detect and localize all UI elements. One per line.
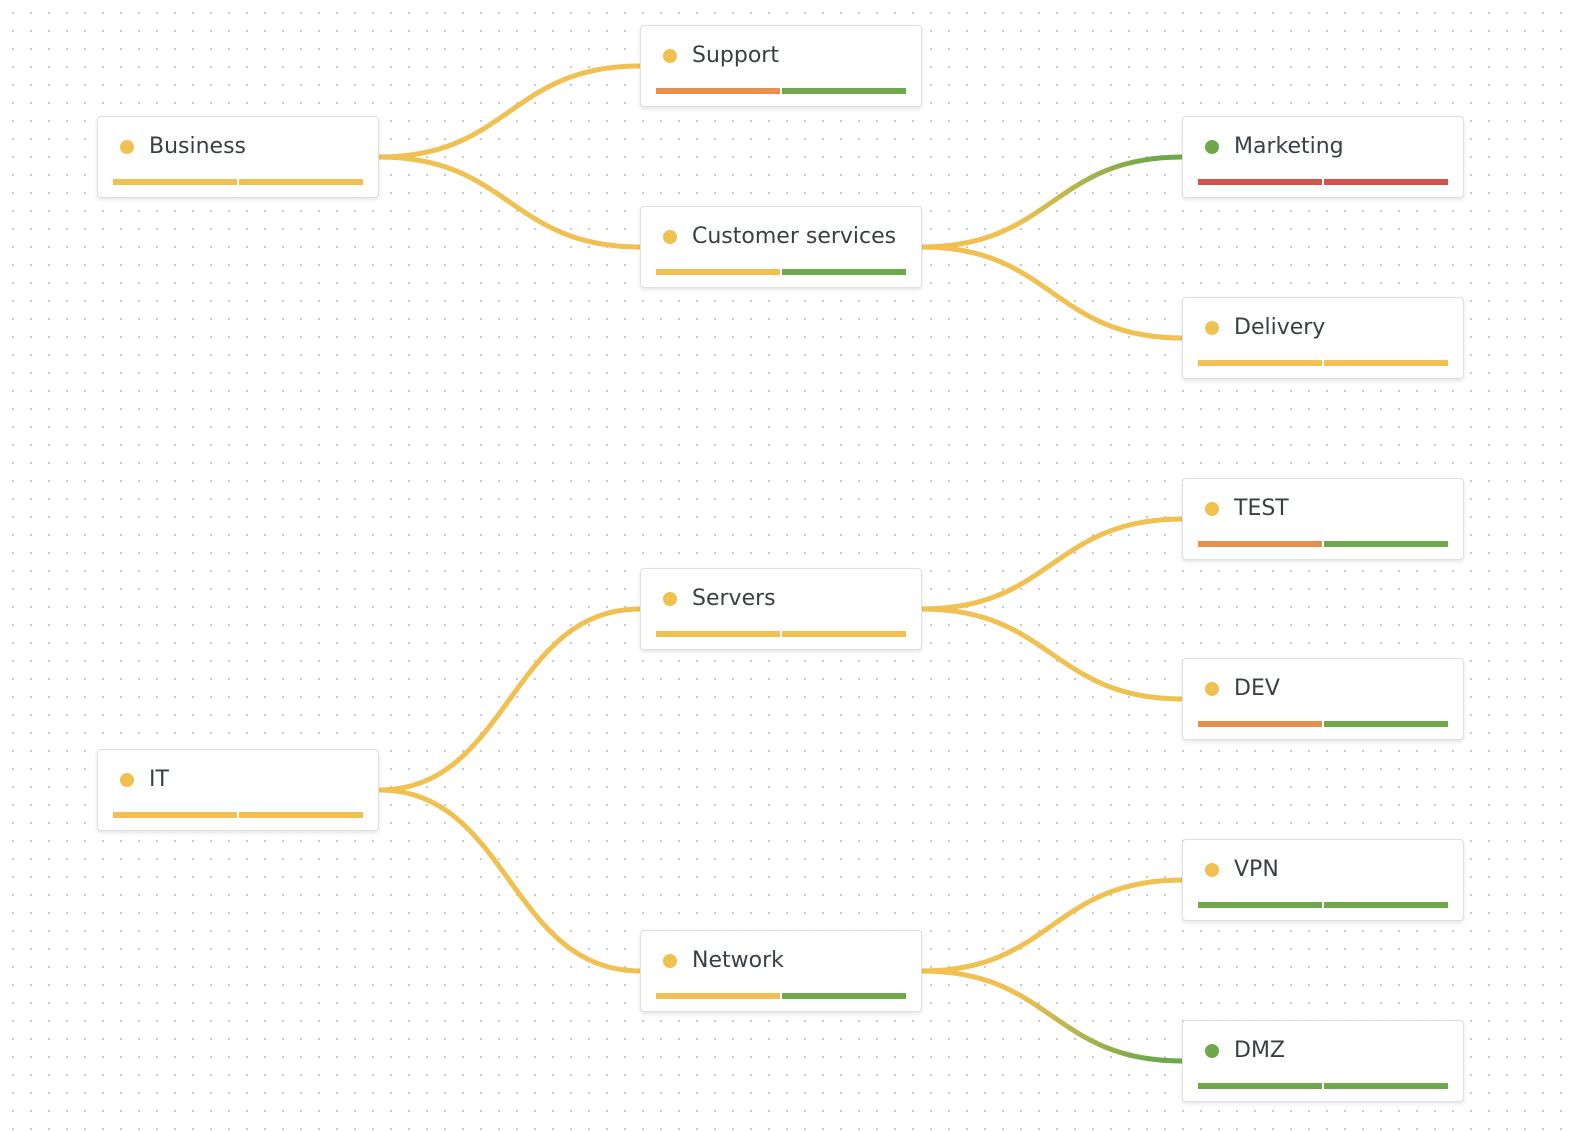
node-customer-services[interactable]: Customer services bbox=[640, 206, 922, 288]
node-network[interactable]: Network bbox=[640, 930, 922, 1012]
health-bar-segment bbox=[1198, 541, 1322, 547]
node-dmz[interactable]: DMZ bbox=[1182, 1020, 1464, 1102]
status-dot-icon bbox=[1205, 682, 1219, 696]
node-servers[interactable]: Servers bbox=[640, 568, 922, 650]
health-bar bbox=[1198, 541, 1448, 547]
node-delivery[interactable]: Delivery bbox=[1182, 297, 1464, 379]
health-bar bbox=[1198, 902, 1448, 908]
node-label: VPN bbox=[1234, 857, 1279, 882]
health-bar-segment bbox=[1198, 179, 1322, 185]
status-dot-icon bbox=[663, 954, 677, 968]
node-label: Support bbox=[692, 43, 779, 68]
health-bar-segment bbox=[237, 812, 363, 818]
health-bar-segment bbox=[780, 993, 906, 999]
health-bar bbox=[1198, 360, 1448, 366]
node-label: Delivery bbox=[1234, 315, 1326, 340]
connector-servers-test bbox=[919, 516, 1185, 612]
health-bar-segment bbox=[1198, 721, 1322, 727]
health-bar-segment bbox=[1322, 1083, 1448, 1089]
node-test[interactable]: TEST bbox=[1182, 478, 1464, 560]
node-label: DEV bbox=[1234, 676, 1280, 701]
health-bar-segment bbox=[113, 179, 237, 185]
health-bar-segment bbox=[1322, 902, 1448, 908]
status-dot-icon bbox=[663, 49, 677, 63]
health-bar bbox=[656, 631, 906, 637]
health-bar-segment bbox=[1198, 902, 1322, 908]
node-label: Customer services bbox=[692, 224, 897, 249]
node-support[interactable]: Support bbox=[640, 25, 922, 107]
status-dot-icon bbox=[120, 140, 134, 154]
health-bar bbox=[113, 179, 363, 185]
status-dot-icon bbox=[1205, 140, 1219, 154]
node-vpn[interactable]: VPN bbox=[1182, 839, 1464, 921]
health-bar-segment bbox=[656, 269, 780, 275]
health-bar-segment bbox=[656, 631, 780, 637]
health-bar-segment bbox=[780, 269, 906, 275]
node-label: TEST bbox=[1234, 496, 1289, 521]
health-bar bbox=[1198, 179, 1448, 185]
node-label: Business bbox=[149, 134, 247, 159]
health-bar bbox=[1198, 721, 1448, 727]
health-bar bbox=[113, 812, 363, 818]
health-bar-segment bbox=[656, 88, 780, 94]
node-it[interactable]: IT bbox=[97, 749, 379, 831]
connector-it-network bbox=[376, 787, 643, 974]
node-label: Network bbox=[692, 948, 784, 973]
status-dot-icon bbox=[663, 592, 677, 606]
connector-servers-dev bbox=[919, 606, 1185, 702]
health-bar-segment bbox=[1322, 179, 1448, 185]
health-bar-segment bbox=[656, 993, 780, 999]
status-dot-icon bbox=[1205, 502, 1219, 516]
connector-customer-services-delivery bbox=[919, 244, 1185, 341]
health-bar bbox=[656, 269, 906, 275]
health-bar bbox=[1198, 1083, 1448, 1089]
health-bar bbox=[656, 993, 906, 999]
health-bar-segment bbox=[1198, 1083, 1322, 1089]
status-dot-icon bbox=[1205, 1044, 1219, 1058]
node-label: IT bbox=[149, 767, 169, 792]
node-dev[interactable]: DEV bbox=[1182, 658, 1464, 740]
health-bar-segment bbox=[113, 812, 237, 818]
node-label: Servers bbox=[692, 586, 776, 611]
health-bar-segment bbox=[1322, 721, 1448, 727]
status-dot-icon bbox=[1205, 321, 1219, 335]
health-bar-segment bbox=[1322, 360, 1448, 366]
health-bar-segment bbox=[780, 631, 906, 637]
node-label: DMZ bbox=[1234, 1038, 1285, 1063]
health-bar-segment bbox=[780, 88, 906, 94]
status-dot-icon bbox=[120, 773, 134, 787]
health-bar-segment bbox=[237, 179, 363, 185]
connector-business-support bbox=[376, 63, 643, 160]
node-marketing[interactable]: Marketing bbox=[1182, 116, 1464, 198]
connector-it-servers bbox=[376, 606, 643, 793]
connector-network-dmz bbox=[919, 968, 1185, 1064]
node-label: Marketing bbox=[1234, 134, 1344, 159]
health-bar-segment bbox=[1198, 360, 1322, 366]
health-bar-segment bbox=[1322, 541, 1448, 547]
connector-network-vpn bbox=[919, 877, 1185, 974]
health-bar bbox=[656, 88, 906, 94]
connector-business-customer-services bbox=[376, 154, 643, 250]
node-business[interactable]: Business bbox=[97, 116, 379, 198]
connector-customer-services-marketing bbox=[919, 154, 1185, 250]
status-dot-icon bbox=[663, 230, 677, 244]
status-dot-icon bbox=[1205, 863, 1219, 877]
